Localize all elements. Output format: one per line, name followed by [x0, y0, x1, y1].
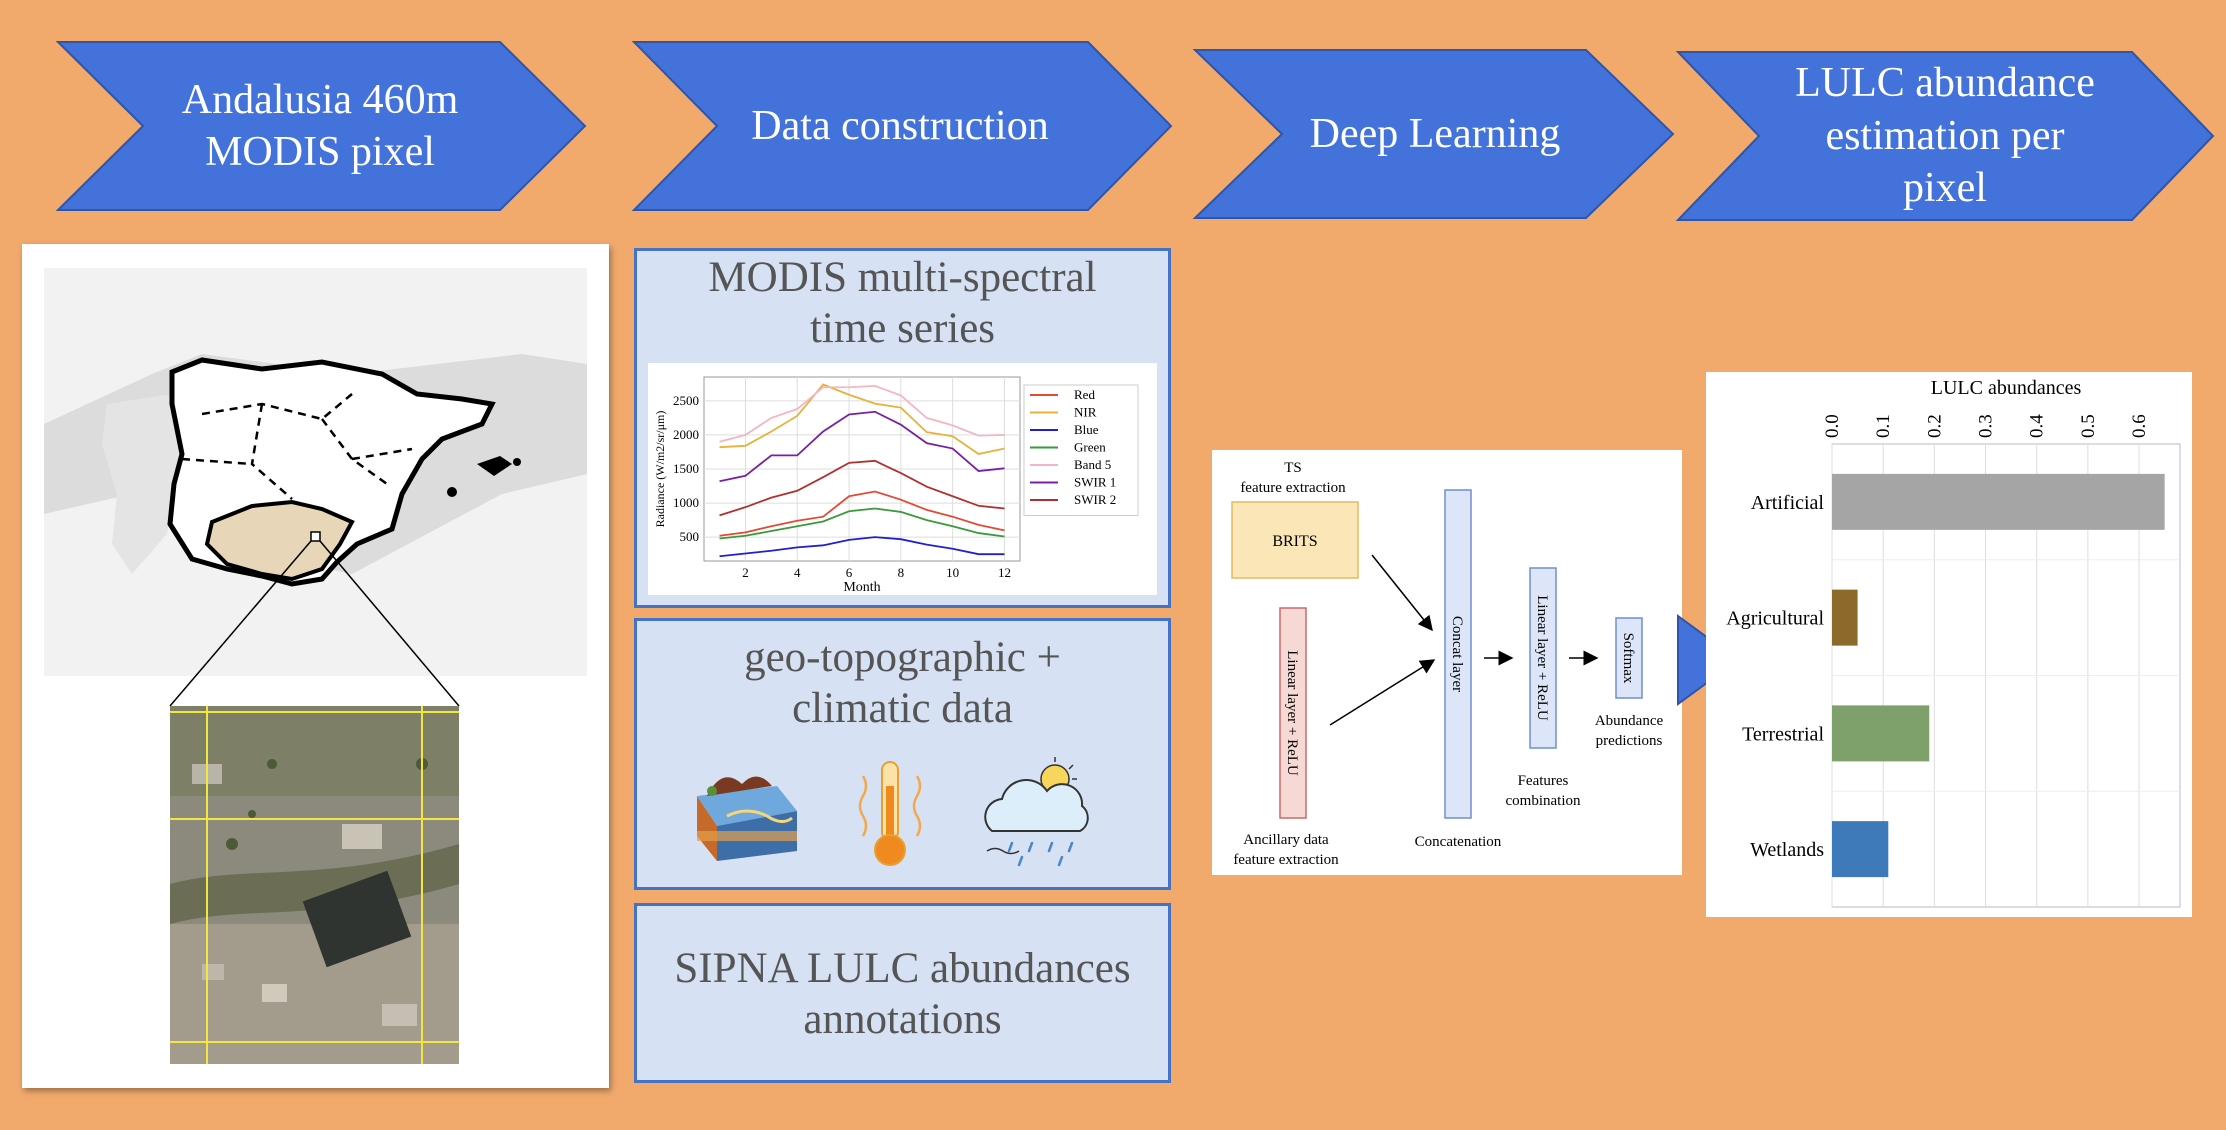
legend-label: Band 5: [1074, 457, 1111, 472]
legend-label: Green: [1074, 440, 1106, 455]
bar-artificial: [1832, 473, 2165, 530]
weather-icon: [984, 757, 1089, 867]
bar-terrestrial: [1832, 705, 1930, 762]
series-line-red: [719, 490, 1005, 537]
x-axis-label: Month: [843, 580, 880, 595]
x-tick-label: 12: [998, 565, 1011, 580]
features-label-2: combination: [1506, 793, 1581, 809]
series-line-green: [719, 507, 1005, 540]
legend-label: NIR: [1074, 405, 1097, 420]
y-tick-label: 2500: [673, 393, 699, 408]
ancillary-linear-block: [1279, 607, 1307, 819]
features-label-1: Features: [1518, 773, 1569, 789]
step-1-chevron: [55, 41, 587, 211]
bar-x-tick-label: 0.0: [1822, 414, 1843, 438]
concatenation-label: Concatenation: [1415, 834, 1502, 850]
satellite-image: [170, 706, 459, 1064]
combination-linear-label: Linear layer + ReLU: [1534, 595, 1550, 721]
concat-block: [1444, 489, 1472, 819]
series-line-swir-2: [719, 459, 1005, 517]
geo-title: geo-topographic + climatic data: [744, 634, 1061, 732]
y-tick-label: 2000: [673, 427, 699, 442]
spain-map: [44, 268, 587, 1064]
legend-label: SWIR 2: [1074, 492, 1116, 507]
sipna-title: SIPNA LULC abundances annotations: [674, 945, 1131, 1043]
x-tick-label: 2: [742, 565, 749, 580]
softmax-block: [1615, 617, 1643, 699]
model-card: TS feature extraction BRITS Linear layer…: [1212, 450, 1682, 875]
bar-category-label: Terrestrial: [1742, 723, 1824, 745]
modis-title: MODIS multi-spectral time series: [708, 254, 1097, 352]
ts-label-1: TS: [1284, 460, 1302, 476]
y-tick-label: 1000: [673, 495, 699, 510]
legend-label: Red: [1074, 387, 1095, 402]
legend-label: Blue: [1074, 422, 1099, 437]
bar-x-tick-label: 0.1: [1873, 414, 1894, 438]
x-tick-label: 4: [794, 565, 801, 580]
brits-block: [1231, 501, 1359, 579]
bar-x-tick-label: 0.6: [2129, 414, 2150, 438]
modis-panel: MODIS multi-spectral time series 2 4 6 8 10 1…: [634, 248, 1171, 608]
step-1-label: Andalusia 460m MODIS pixel: [181, 76, 459, 176]
legend-box: [1023, 384, 1139, 516]
x-tick-label: 10: [946, 565, 959, 580]
predictions-label-1: Abundance: [1595, 713, 1664, 729]
step-4-label: LULC abundance estimation per pixel: [1795, 60, 2095, 212]
bar-wetlands: [1832, 821, 1889, 878]
ancillary-label-2: feature extraction: [1233, 852, 1339, 868]
softmax-label: Softmax: [1620, 633, 1636, 684]
y-tick-label: 500: [680, 529, 700, 544]
geo-panel: geo-topographic + climatic data: [634, 618, 1171, 890]
bar-category-label: Artificial: [1751, 492, 1825, 514]
series-line-band-5: [719, 384, 1005, 443]
step-4-chevron: [1675, 51, 2215, 221]
ancillary-linear-label: Linear layer + ReLU: [1284, 650, 1300, 776]
terrain-icon: [697, 776, 797, 861]
concat-label: Concat layer: [1449, 616, 1465, 692]
y-axis-label: Radiance (W/m2/sr/μm): [653, 411, 667, 528]
combination-linear-block: [1529, 567, 1557, 749]
step-3-label: Deep Learning: [1309, 110, 1561, 157]
series-line-nir: [719, 383, 1005, 455]
ts-label-2: feature extraction: [1240, 480, 1346, 496]
y-tick-label: 1500: [673, 461, 699, 476]
sipna-panel: SIPNA LULC abundances annotations: [634, 903, 1171, 1083]
step-2-chevron: [631, 41, 1173, 211]
step-3-chevron: [1192, 49, 1675, 219]
bar-chart-title: LULC abundances: [1931, 377, 2082, 399]
bar-x-tick-label: 0.2: [1924, 414, 1945, 438]
bar-x-tick-label: 0.4: [2027, 414, 2048, 438]
andalusia-region: [204, 499, 355, 582]
x-tick-label: 8: [898, 565, 905, 580]
bar-category-label: Agricultural: [1726, 608, 1824, 630]
brits-label: BRITS: [1272, 533, 1317, 550]
step-2-label: Data construction: [751, 102, 1049, 149]
legend-label: SWIR 1: [1074, 475, 1116, 490]
bar-x-tick-label: 0.3: [1976, 414, 1997, 438]
map-card: [22, 244, 609, 1088]
thermometer-icon: [858, 761, 922, 866]
pixel-marker: [310, 531, 321, 542]
bar-x-tick-label: 0.5: [2078, 414, 2099, 438]
series-line-swir-1: [719, 410, 1005, 483]
bar-category-label: Wetlands: [1750, 839, 1824, 861]
series-line-blue: [719, 536, 1005, 558]
predictions-label-2: predictions: [1596, 733, 1663, 749]
bar-agricultural: [1832, 589, 1858, 646]
abundance-bar-chart: LULC abundances 0.0 0.1 0.2 0.3 0.4 0.5 0.6Arti…: [1726, 377, 2181, 908]
step-chevrons: [55, 41, 2215, 221]
model-diagram: TS feature extraction BRITS Linear layer…: [1231, 460, 1664, 868]
ancillary-label-1: Ancillary data: [1243, 832, 1329, 848]
x-tick-label: 6: [846, 565, 853, 580]
